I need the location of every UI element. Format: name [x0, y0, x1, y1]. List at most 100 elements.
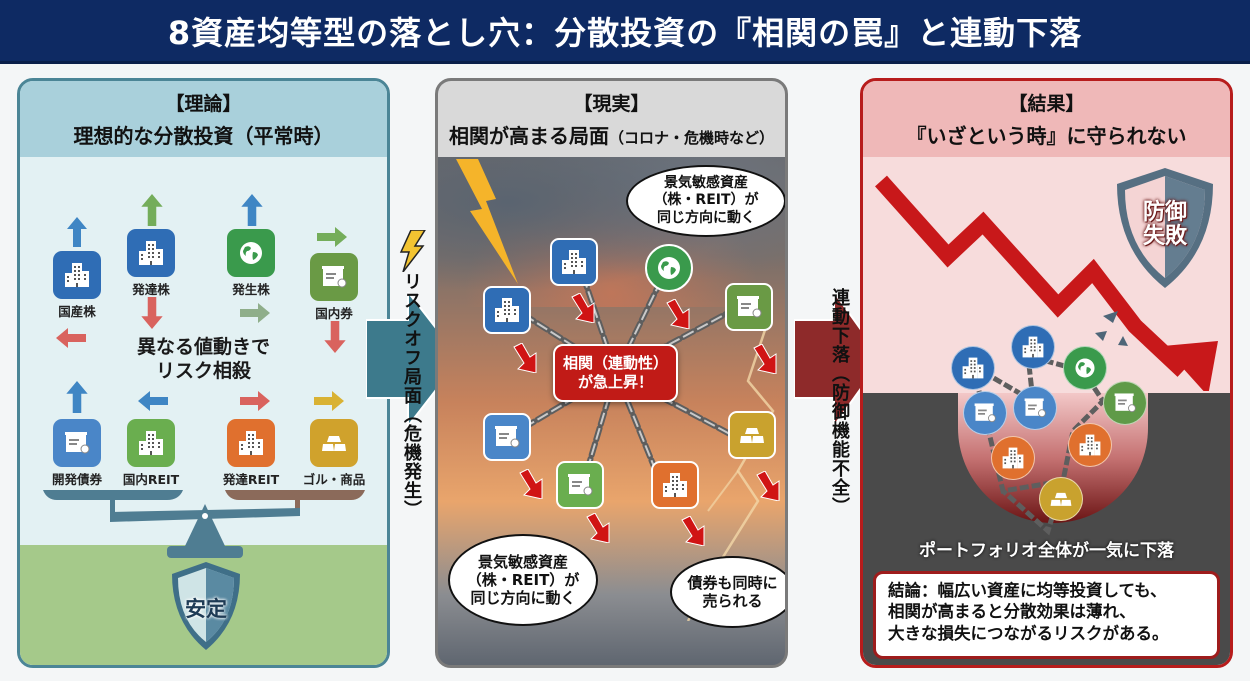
correlation-spike-box: 相関（連動性）が急上昇！: [553, 344, 678, 402]
down-arrow-icon: [510, 343, 540, 373]
asset-label: 国産株: [58, 304, 96, 319]
building-icon: [559, 247, 589, 277]
reality-panel: 【現実】 相関が高まる局面（コロナ・危機時など）: [435, 78, 788, 668]
portfolio-asset-developed-bonds: [963, 391, 1007, 435]
reality-subtitle: 相関が高まる局面（コロナ・危機時など）: [448, 124, 774, 148]
speech-bubble-top: 景気敏感資産（株・REIT）が同じ方向に動く: [626, 165, 785, 237]
risk-off-arrow-icon: [366, 292, 462, 426]
arrow-left-icon: [136, 391, 170, 411]
building-icon: [492, 295, 522, 325]
down-arrow-icon: [583, 513, 613, 543]
asset-icon-developed-reit: [227, 419, 275, 467]
reality-header: 【現実】 相関が高まる局面（コロナ・危機時など）: [438, 81, 785, 157]
conclusion-box: 結論：幅広い資産に均等投資しても、 相関が高まると分散効果は薄れ、 大きな損失に…: [873, 571, 1220, 659]
asset-icon-emerging-stocks: [227, 229, 275, 277]
building-icon: [660, 470, 690, 500]
reality-tag: 【現実】: [573, 93, 650, 115]
arrow-up-icon: [66, 217, 88, 247]
globe-icon: [236, 238, 266, 268]
asset-label: 国内REIT: [122, 472, 180, 487]
page-title: 8資産均等型の落とし穴：分散投資の『相関の罠』と連動下落: [167, 13, 1083, 52]
asset-icon-domestic-stocks: [53, 251, 101, 299]
linked-decline-label: 連動下落（防御機能不全）: [829, 288, 850, 516]
portfolio-caption: ポートフォリオ全体が一気に下落: [919, 541, 1174, 561]
shield-label: 安定: [185, 597, 227, 621]
asset-icon-gold-commodities: [728, 411, 776, 459]
lightning-bolt-icon: [456, 159, 518, 284]
speech-bubble-bottom-right: 債券も同時に売られる: [670, 556, 785, 628]
shield-failed-label: 防御 失敗: [1142, 200, 1187, 250]
stable-shield-icon: [172, 562, 240, 650]
result-tag: 【結果】: [1008, 93, 1085, 115]
asset-icon-domestic-reit: [127, 419, 175, 467]
asset-label: ゴル・商品: [302, 472, 366, 487]
portfolio-asset-developed-stocks: [1011, 325, 1055, 369]
building-icon: [1077, 432, 1103, 458]
down-arrow-icon: [678, 516, 708, 546]
arrow-up-icon: [66, 381, 88, 413]
theory-header: 【理論】 理想的な分散投資（平常時）: [20, 81, 387, 157]
globe-icon: [654, 253, 684, 283]
falling-chart-arrow-icon: [875, 175, 1218, 391]
building-icon: [62, 260, 92, 290]
theory-tag: 【理論】: [165, 93, 242, 115]
asset-label: 発達REIT: [222, 472, 280, 487]
asset-label: 国内券: [315, 306, 353, 321]
arrow-up-icon: [141, 194, 163, 226]
theory-subtitle: 理想的な分散投資（平常時）: [73, 124, 334, 148]
certificate-icon: [565, 470, 595, 500]
asset-icon-developed-reit: [651, 461, 699, 509]
down-arrow-icon: [663, 299, 693, 329]
asset-label: 発生株: [232, 282, 270, 297]
portfolio-asset-domestic-stocks: [951, 346, 995, 390]
asset-icon-gold-commodities: [310, 419, 358, 467]
building-icon: [136, 428, 166, 458]
title-banner: 8資産均等型の落とし穴：分散投資の『相関の罠』と連動下落: [0, 0, 1250, 64]
arrow-right-icon: [238, 391, 272, 411]
risk-offset-text: 異なる値動きで リスク相殺: [136, 336, 270, 382]
asset-icon-developed-bonds: [53, 419, 101, 467]
portfolio-asset-emerging-stocks: [1063, 346, 1107, 390]
balance-scale-icon: [43, 490, 365, 558]
asset-icon-developed-bonds: [483, 413, 531, 461]
asset-icon-domestic-bonds: [725, 283, 773, 331]
building-icon: [236, 428, 266, 458]
result-panel: 【結果】 『いざという時』に守られない 防御 失敗 ポートフォリ: [860, 78, 1233, 668]
asset-label: 発達株: [132, 282, 170, 297]
certificate-icon: [492, 422, 522, 452]
globe-icon: [1072, 355, 1098, 381]
gold-bars-icon: [737, 420, 767, 450]
certificate-icon: [734, 292, 764, 322]
portfolio-asset-developed-reit: [991, 436, 1035, 480]
building-icon: [1020, 334, 1046, 360]
portfolio-asset-domestic-reit: [1103, 381, 1147, 425]
building-icon: [136, 238, 166, 268]
arrow-right-icon: [315, 227, 349, 247]
result-subtitle: 『いざという時』に守られない: [906, 124, 1187, 148]
asset-icon-domestic-stocks: [483, 286, 531, 334]
theory-panel: 【理論】 理想的な分散投資（平常時） 国産株 発達株 発生株 国内券 異なる値動…: [17, 78, 390, 668]
defense-failed-shield-icon: [1117, 168, 1213, 288]
arrow-right-icon: [238, 303, 272, 323]
certificate-icon: [1022, 395, 1048, 421]
asset-icon-emerging-stocks: [645, 244, 693, 292]
arrow-right-icon: [312, 391, 346, 411]
portfolio-asset-gold-commodities: [1039, 477, 1083, 521]
asset-icon-developed-stocks: [550, 238, 598, 286]
building-icon: [960, 355, 986, 381]
asset-icon-developed-stocks: [127, 229, 175, 277]
down-arrow-icon: [750, 344, 780, 374]
linked-decline-arrow-icon: [794, 292, 884, 426]
risk-off-label: リスクオフ局面（危機発生）: [401, 272, 422, 519]
building-icon: [1000, 445, 1026, 471]
certificate-icon: [1112, 390, 1138, 416]
asset-icon-domestic-reit: [556, 461, 604, 509]
arrow-down-icon: [141, 297, 163, 329]
lightning-icon: [399, 230, 426, 272]
portfolio-asset-domestic-bonds: [1013, 386, 1057, 430]
asset-label: 開発債券: [51, 472, 102, 487]
down-arrow-icon: [516, 469, 546, 499]
speech-bubble-bottom-left: 景気敏感資産（株・REIT）が同じ方向に動く: [448, 534, 598, 626]
down-arrow-icon: [568, 293, 598, 323]
arrow-up-icon: [241, 194, 263, 226]
